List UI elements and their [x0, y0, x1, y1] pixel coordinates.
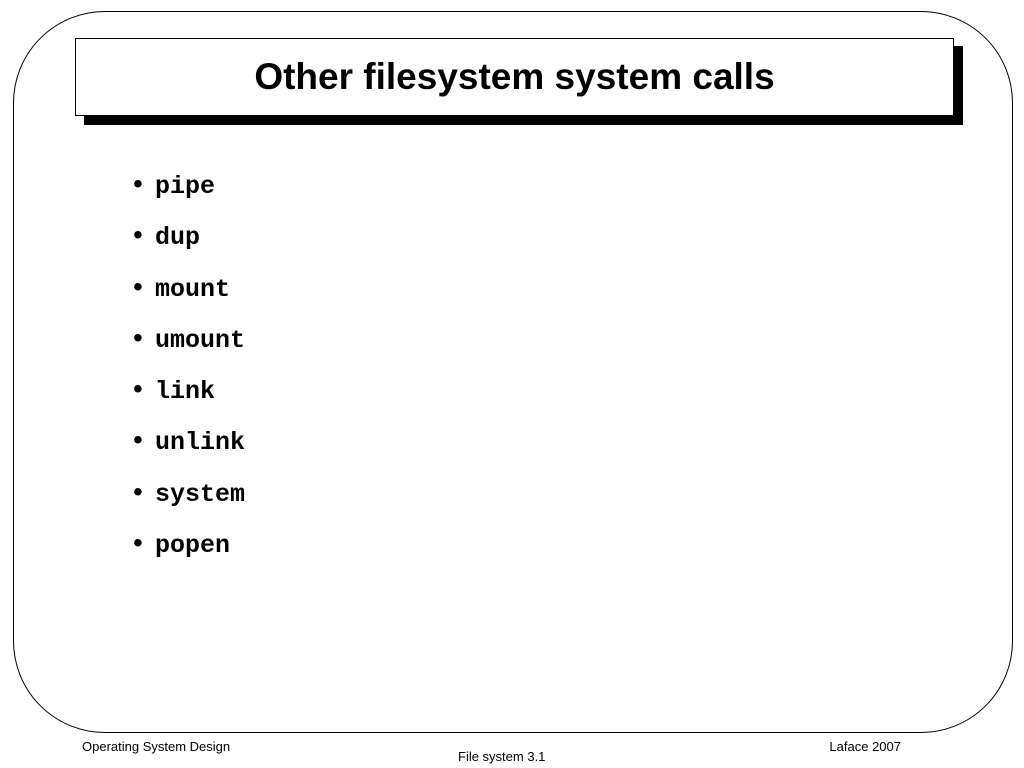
footer-author-year: Laface 2007 — [829, 739, 901, 754]
list-item-label: system — [155, 479, 246, 509]
bullet-icon: • — [133, 373, 143, 405]
list-item-label: popen — [155, 531, 231, 561]
list-item-label: link — [155, 377, 216, 407]
list-item: • pipe — [133, 170, 245, 221]
bullet-icon: • — [133, 527, 143, 559]
list-item: • popen — [133, 529, 245, 580]
bullet-icon: • — [133, 270, 143, 302]
footer-course-name: Operating System Design — [82, 739, 231, 754]
list-item: • mount — [133, 270, 245, 324]
footer-slide-number: File system 3.1 — [458, 749, 546, 764]
slide-title: Other filesystem system calls — [254, 56, 775, 97]
bullet-icon: • — [133, 321, 143, 353]
list-item: • system — [133, 475, 246, 529]
list-item-label: pipe — [155, 172, 216, 201]
list-item-label: unlink — [155, 428, 246, 458]
list-item: • umount — [133, 321, 246, 375]
list-item-label: mount — [155, 274, 231, 304]
list-item: • unlink — [133, 426, 245, 477]
bullet-icon: • — [133, 168, 143, 199]
list-item: • link — [133, 375, 245, 426]
title-box: Other filesystem system calls — [75, 38, 954, 116]
bullet-icon: • — [133, 475, 143, 507]
list-item-label: dup — [155, 223, 201, 253]
list-item-label: umount — [155, 325, 246, 355]
bullet-icon: • — [133, 219, 143, 251]
list-item: • dup — [133, 221, 245, 272]
bullet-list: • pipe • dup • mount • umount • link • u… — [133, 170, 245, 580]
slide-frame — [13, 11, 1013, 733]
bullet-icon: • — [133, 424, 143, 456]
